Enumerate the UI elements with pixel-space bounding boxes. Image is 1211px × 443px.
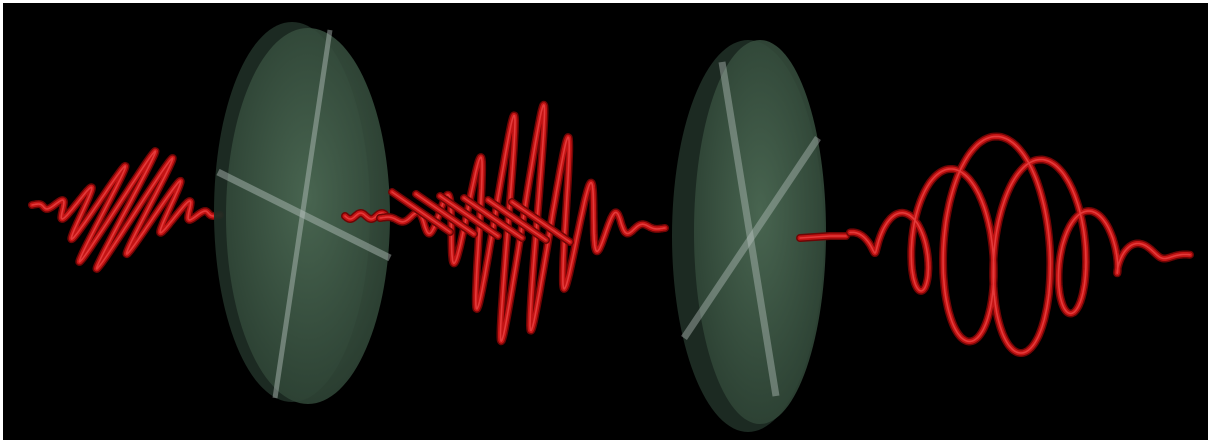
wave-mid-diagonal-highlight bbox=[463, 197, 523, 239]
waveplate-2 bbox=[672, 40, 826, 432]
wave-out-lead-highlight bbox=[799, 235, 847, 239]
wave-mid-diagonal-highlight bbox=[487, 199, 547, 241]
waveplate-2-face bbox=[694, 40, 826, 424]
waveplate-1 bbox=[214, 22, 392, 404]
wave-out-helix-highlight bbox=[849, 135, 1191, 354]
linearly-polarized-wave-in bbox=[28, 147, 224, 273]
wave-mid-diagonal-highlight bbox=[439, 195, 499, 237]
waveplate-1-slow-axis bbox=[216, 168, 392, 262]
wave-mid-diagonal-highlight bbox=[391, 191, 451, 233]
wave-in-path-highlight bbox=[31, 150, 221, 270]
linearly-polarized-wave-middle bbox=[341, 100, 669, 346]
waveplate-2-slow-axis bbox=[681, 136, 821, 340]
wave-mid-diagonal-highlight bbox=[415, 193, 475, 235]
waveplate-2-fast-axis bbox=[718, 61, 780, 397]
waveplate-1-fast-axis bbox=[272, 29, 333, 399]
waveplate-1-face bbox=[226, 28, 390, 404]
wave-mid-diagonal-highlight bbox=[511, 201, 571, 243]
circularly-polarized-wave-out bbox=[796, 132, 1194, 357]
